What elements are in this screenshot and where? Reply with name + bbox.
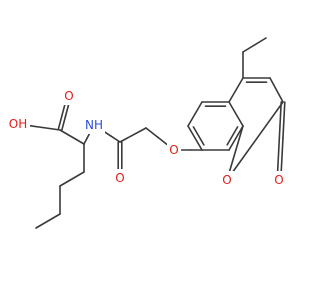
bond-a8-a24-a — [145, 127, 159, 138]
bond-a1-a2 — [35, 213, 61, 229]
bond-a12-a13 — [228, 101, 244, 127]
bond-a25-a13-b — [235, 125, 244, 151]
bond-a13-a14 — [228, 125, 244, 151]
bond-a17-a26-1-b — [276, 137, 281, 175]
atom-label-layer: OH O NH O O O — [6, 87, 286, 189]
bond-a18-a19 — [242, 37, 267, 53]
bond-a17-a26-2-a — [282, 101, 286, 139]
bond-a17-a25-b — [229, 137, 258, 176]
bond-a9-a10 — [187, 125, 203, 151]
bond-a10-a11 — [187, 101, 203, 127]
atom-a25-label: O — [220, 171, 234, 189]
bond-a16-a17 — [269, 77, 284, 103]
bond-a9-a10-inner — [192, 126, 205, 146]
bond-a6-a21-1-a — [60, 115, 67, 132]
bond-a13-a14-inner — [226, 126, 239, 146]
carboxyl-oxygen-label: O — [64, 89, 73, 103]
atom-a26-label: O — [272, 171, 286, 189]
bond-a17-a26-1-a — [278, 101, 283, 139]
atom-a24-label: O — [167, 141, 181, 159]
amide-oxygen-label: O — [115, 171, 124, 185]
bond-a5-a6 — [59, 129, 85, 145]
atom-a21-label: O — [62, 87, 76, 105]
bond-a17-a26-2-b — [280, 137, 284, 175]
bond-a12-a15 — [228, 77, 244, 103]
bond-layer — [26, 37, 286, 229]
bond-a6-a20-a — [42, 126, 61, 131]
atom-a23-label: O — [113, 169, 127, 187]
bond-a3-a4 — [59, 171, 85, 187]
atom-a22-label: NH — [83, 116, 105, 134]
atom-a20-label: OH — [6, 115, 30, 133]
lactone-carbonyl-oxygen-label: O — [274, 173, 283, 187]
bond-a22-a7-b — [109, 135, 121, 143]
molecule-diagram: OH O NH O O O — [6, 37, 286, 229]
amide-nitrogen-label: NH — [85, 118, 103, 132]
bond-a7-a8 — [119, 127, 147, 143]
structure-svg: OH O NH O O O — [6, 37, 286, 229]
bond-a17-a25-a — [255, 101, 284, 140]
hydroxyl-label: OH — [9, 117, 27, 131]
bond-a5-a22-a — [83, 137, 88, 145]
bond-a25-a13-a — [227, 149, 237, 176]
bond-a6-a21-2-a — [57, 114, 63, 131]
ring-oxygen-label: O — [222, 173, 231, 187]
ether-oxygen-label: O — [169, 143, 178, 157]
